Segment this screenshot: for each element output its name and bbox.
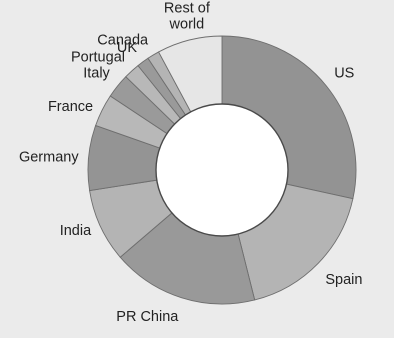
- label-india: India: [60, 223, 92, 239]
- label-italy: Italy: [83, 66, 110, 82]
- donut-hole: [155, 103, 289, 237]
- label-canada: Canada: [97, 32, 149, 48]
- label-portugal: Portugal: [71, 50, 125, 66]
- labels-layer: US Spain PR China India Germany France ItalyPo…: [19, 0, 362, 325]
- label-germany: Germany: [19, 150, 79, 166]
- label-spain: Spain: [325, 272, 362, 288]
- label-france: France: [48, 99, 93, 115]
- label-uk: UK: [117, 40, 137, 56]
- label-us: US: [334, 66, 354, 82]
- label-pr-china: PR China: [116, 309, 179, 325]
